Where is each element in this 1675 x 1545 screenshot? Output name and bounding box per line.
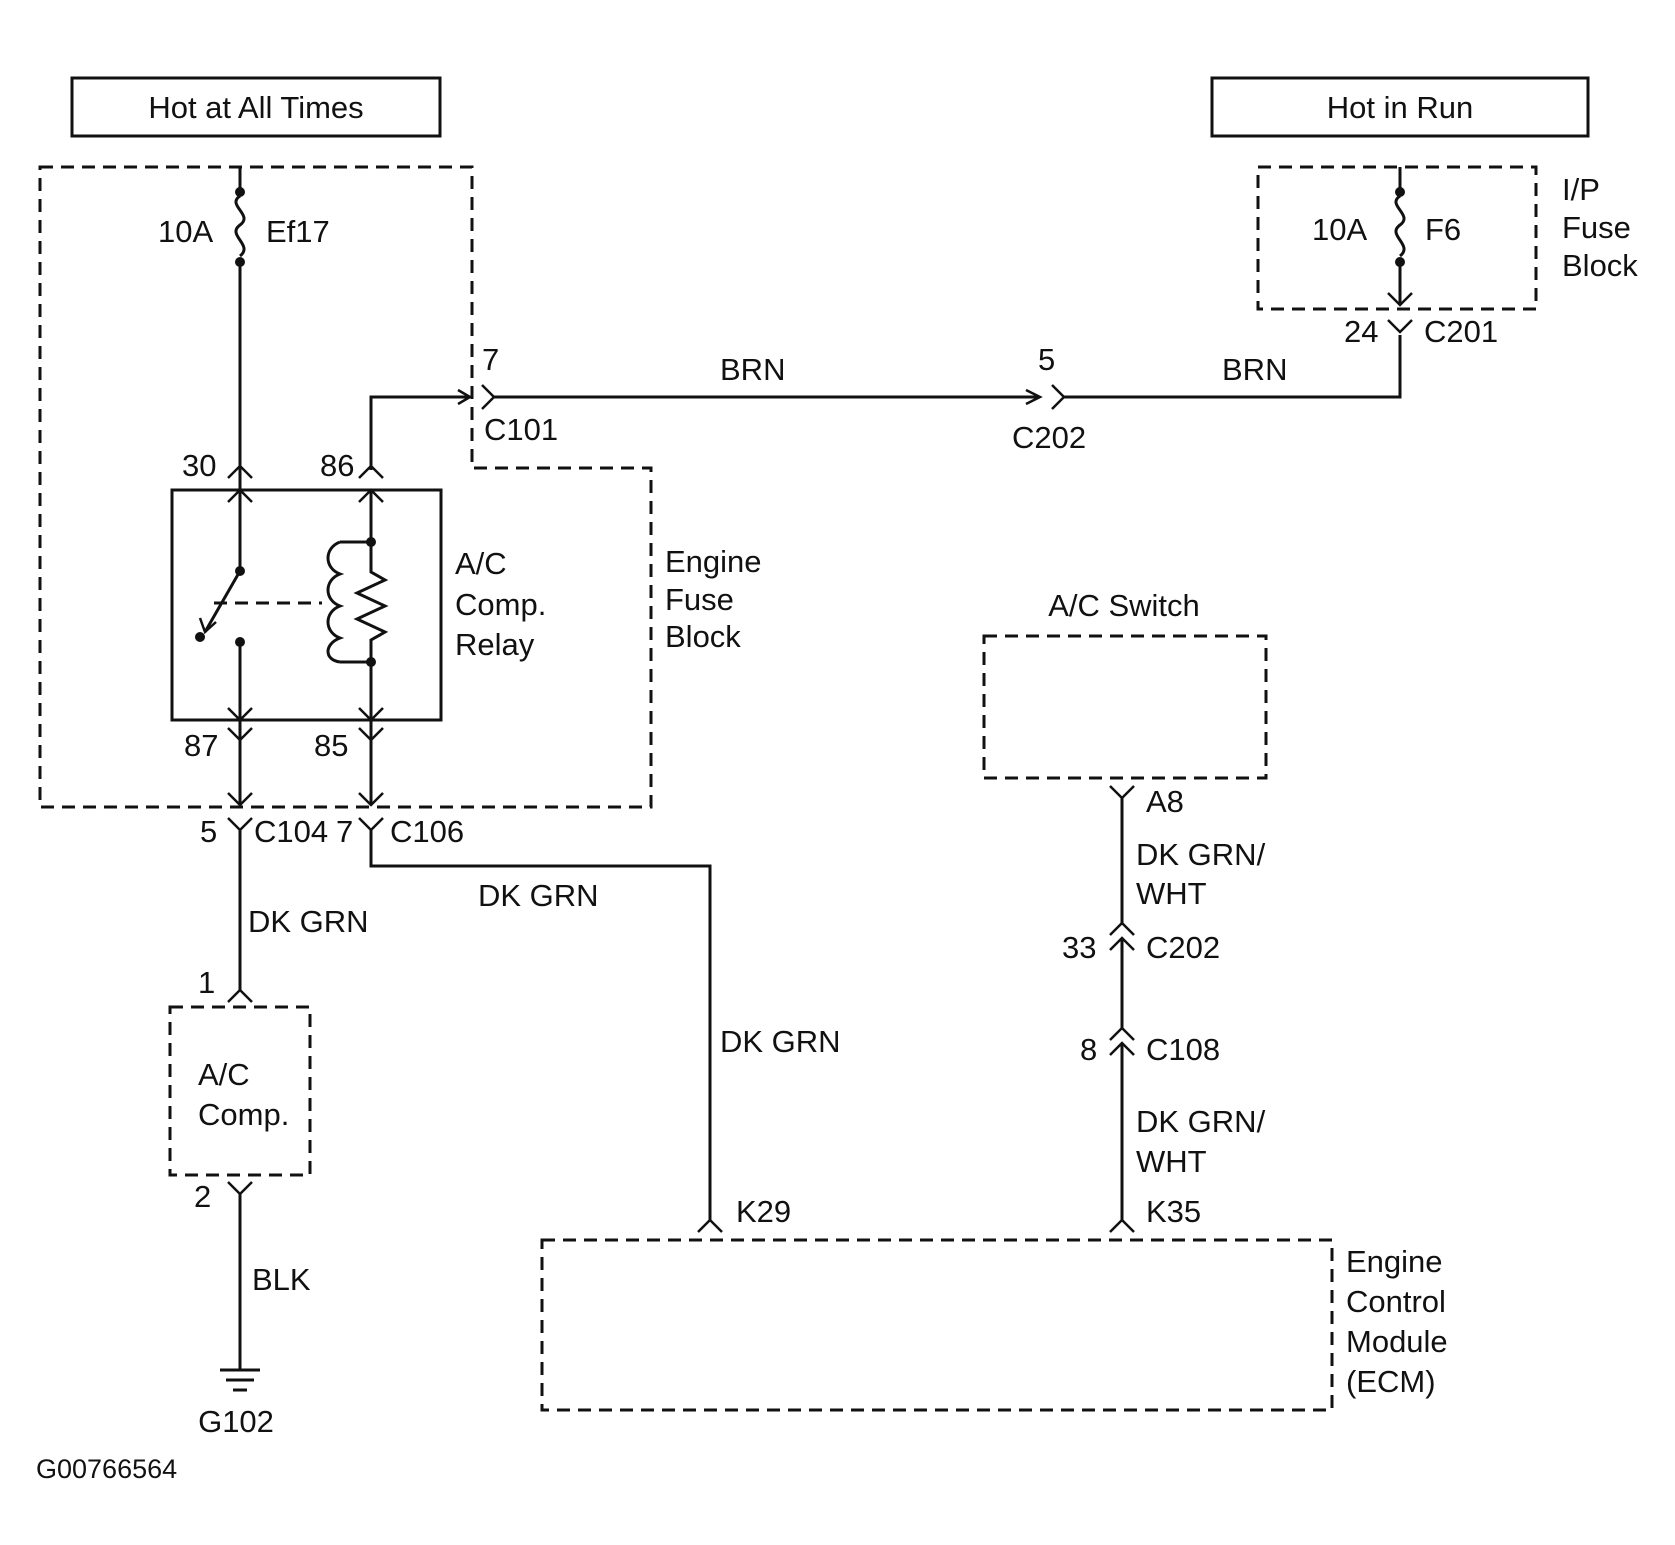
pin-85-label: 85	[314, 728, 348, 763]
wire-dkgrn-c106-h-label: DK GRN	[478, 878, 599, 913]
c108-pin-label: 8	[1080, 1032, 1097, 1067]
c201-connector	[1387, 319, 1413, 334]
k29-connector	[697, 1218, 723, 1233]
ac-comp-outline	[168, 1005, 312, 1177]
ecm-outline	[540, 1238, 1334, 1412]
comp-pin1-label: 1	[198, 965, 215, 1000]
c201-pin-label: 24	[1344, 314, 1378, 349]
c106-pin-label: 7	[336, 814, 353, 849]
c101-pin-label: 7	[482, 342, 499, 377]
fuse-ef17: 10A Ef17	[158, 167, 330, 267]
c202-top-connector	[1051, 384, 1066, 410]
c202-top-pin-label: 5	[1038, 342, 1055, 377]
k29-label: K29	[736, 1194, 791, 1229]
fuse-ef17-name: Ef17	[266, 214, 330, 249]
engine-fuse-block-label: Engine Fuse Block	[665, 544, 770, 654]
wire-brn-2	[1064, 335, 1402, 399]
wire-brn-2-label: BRN	[1222, 352, 1287, 387]
comp-pin1-connector	[227, 988, 253, 1003]
pin-87-label: 87	[184, 728, 218, 763]
wire-86-to-c101	[369, 395, 470, 470]
hot-at-all-times-label: Hot at All Times	[148, 90, 363, 125]
comp-pin2-connector	[227, 1181, 253, 1196]
k35-label: K35	[1146, 1194, 1201, 1229]
ac-switch-label: A/C Switch	[1048, 588, 1200, 623]
c202-mid-connector	[1109, 921, 1135, 936]
ip-fuse-block-label: I/P Fuse Block	[1562, 172, 1640, 283]
fuse-f6-name: F6	[1425, 212, 1461, 247]
fuse-ef17-rating: 10A	[158, 214, 213, 249]
ac-switch-outline	[982, 634, 1268, 780]
wire-blk-label: BLK	[252, 1262, 311, 1297]
c104-label: C104	[254, 814, 328, 849]
arrow-to-c101	[457, 388, 473, 406]
hot-at-all-times-box: Hot at All Times	[70, 76, 442, 138]
ground-icon	[220, 1368, 260, 1392]
comp-pin2-label: 2	[194, 1179, 211, 1214]
pin-30-connector	[227, 464, 253, 479]
ac-comp-relay: A/C Comp. Relay	[170, 470, 555, 722]
c202-mid-pin-label: 33	[1062, 930, 1096, 965]
wire-dkgrn-c104-label: DK GRN	[248, 904, 369, 939]
c106-label: C106	[390, 814, 464, 849]
c101-connector	[481, 384, 496, 410]
ip-fuse-block-outline	[1256, 165, 1538, 311]
c108-label: C108	[1146, 1032, 1220, 1067]
pin-30-label: 30	[182, 448, 216, 483]
c101-label: C101	[484, 412, 558, 447]
wire-dkgrnwht-bottom-label: DK GRN/ WHT	[1136, 1104, 1274, 1179]
ecm-label: Engine Control Module (ECM)	[1346, 1244, 1456, 1399]
wire-dkgrn-c106	[369, 830, 712, 1220]
ac-comp-label: A/C Comp.	[198, 1057, 289, 1132]
hot-in-run-label: Hot in Run	[1327, 90, 1473, 125]
pin-86-connector	[358, 464, 384, 479]
c104-pin-label: 5	[200, 814, 217, 849]
pin-87-connector	[227, 727, 253, 742]
c104-connector	[227, 817, 253, 832]
fuse-f6-rating: 10A	[1312, 212, 1367, 247]
wire-brn-1-label: BRN	[720, 352, 785, 387]
k35-connector	[1109, 1218, 1135, 1233]
engine-fuse-block-outline	[38, 165, 653, 809]
ground-label: G102	[198, 1404, 274, 1439]
pin-86-label: 86	[320, 448, 354, 483]
pin-85-connector	[358, 727, 384, 742]
hot-in-run-box: Hot in Run	[1210, 76, 1590, 138]
c202-mid-label: C202	[1146, 930, 1220, 965]
a8-connector	[1109, 785, 1135, 800]
a8-label: A8	[1146, 784, 1184, 819]
c201-label: C201	[1424, 314, 1498, 349]
c106-connector	[358, 817, 384, 832]
wire-dkgrn-c106-v-label: DK GRN	[720, 1024, 841, 1059]
figure-id: G00766564	[36, 1454, 177, 1484]
c202-top-label: C202	[1012, 420, 1086, 455]
fuse-f6: 10A F6	[1312, 167, 1461, 307]
wire-dkgrnwht-top-label: DK GRN/ WHT	[1136, 837, 1274, 911]
ac-comp-relay-label: A/C Comp. Relay	[455, 546, 555, 662]
c108-connector	[1109, 1026, 1135, 1041]
